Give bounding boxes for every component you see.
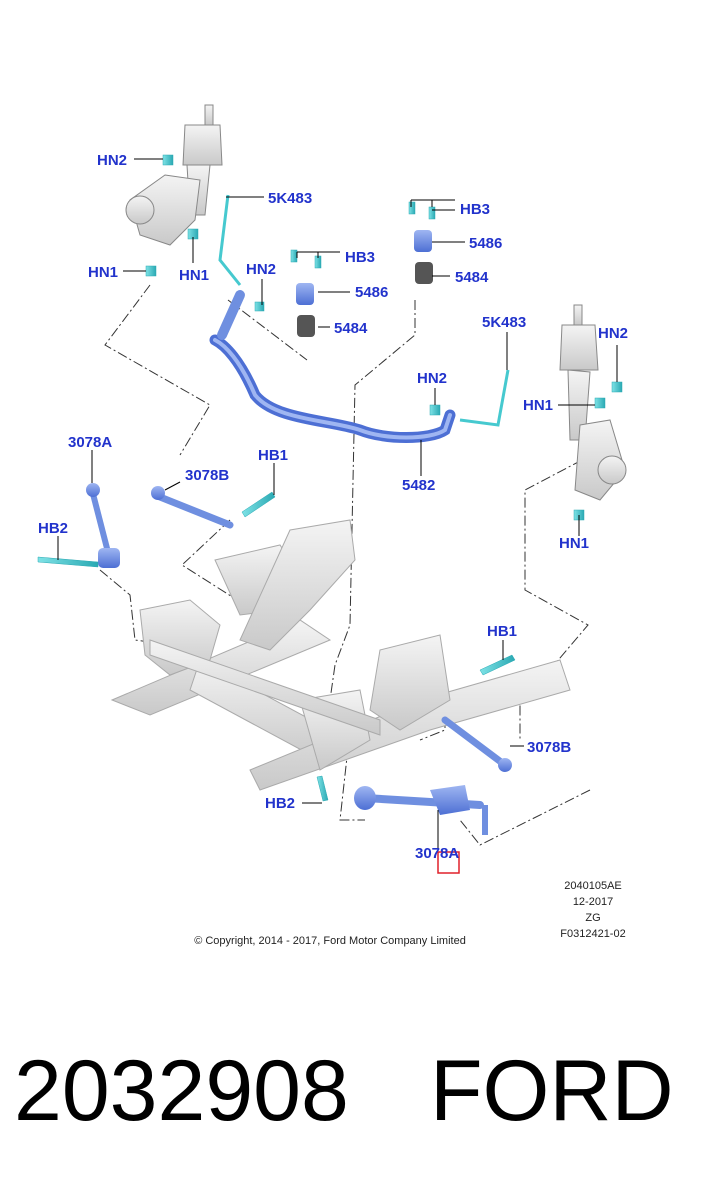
callout-5486-right: 5486 xyxy=(469,235,502,252)
front-subframe xyxy=(110,519,571,791)
callout-5486-left: 5486 xyxy=(355,284,388,301)
highlight-marker xyxy=(437,851,460,874)
suspension-exploded-diagram: HN2 5K483 HN1 HN1 HN2 HB3 5486 5484 HB3 … xyxy=(37,104,628,874)
callout-5484-right: 5484 xyxy=(455,269,489,286)
callout-5k483-right: 5K483 xyxy=(482,314,526,331)
callout-hn2-upper-left: HN2 xyxy=(97,152,127,169)
callout-5k483-left: 5K483 xyxy=(268,190,312,207)
callout-hb3-right: HB3 xyxy=(460,201,490,218)
control-arms xyxy=(86,483,512,835)
part-number: 2032908 xyxy=(14,1043,349,1139)
doc-date: 12-2017 xyxy=(572,896,614,908)
stabilizer-bar xyxy=(209,290,456,443)
callout-hn1-left-strut: HN1 xyxy=(179,267,209,284)
leader-lines xyxy=(57,158,618,849)
callout-hn1-left-knuckle: HN1 xyxy=(88,264,118,281)
callout-hb1-right: HB1 xyxy=(487,623,517,640)
assembly-guide-lines xyxy=(99,284,591,846)
doc-code: ZG xyxy=(585,912,601,924)
doc-id: 2040105AE xyxy=(564,880,622,892)
callout-5484-left: 5484 xyxy=(334,320,368,337)
callout-3078b-right: 3078B xyxy=(527,739,571,756)
brand-name: FORD xyxy=(430,1043,674,1139)
stabilizer-bushings xyxy=(296,230,433,337)
figure-id: F0312421-02 xyxy=(560,928,626,940)
callout-hb2-left: HB2 xyxy=(38,520,68,537)
callout-3078b-middle: 3078B xyxy=(185,467,229,484)
left-strut-assembly xyxy=(125,104,223,246)
callout-hn1-right-strut: HN1 xyxy=(523,397,553,414)
callout-hb1-left: HB1 xyxy=(258,447,288,464)
callout-hn2-right-link: HN2 xyxy=(417,370,447,387)
copyright-notice: © Copyright, 2014 - 2017, Ford Motor Com… xyxy=(194,935,466,947)
callout-hb2-bottom: HB2 xyxy=(265,795,295,812)
callout-hn2-left-link: HN2 xyxy=(246,261,276,278)
callout-5482: 5482 xyxy=(402,477,435,494)
callout-hb3-left: HB3 xyxy=(345,249,375,266)
callout-3078a-left: 3078A xyxy=(68,434,112,451)
callout-3078a-bottom: 3078A xyxy=(415,845,459,862)
callout-hn2-right-strut: HN2 xyxy=(598,325,628,342)
stabilizer-links xyxy=(218,194,510,427)
callout-hn1-right-knuckle: HN1 xyxy=(559,535,589,552)
